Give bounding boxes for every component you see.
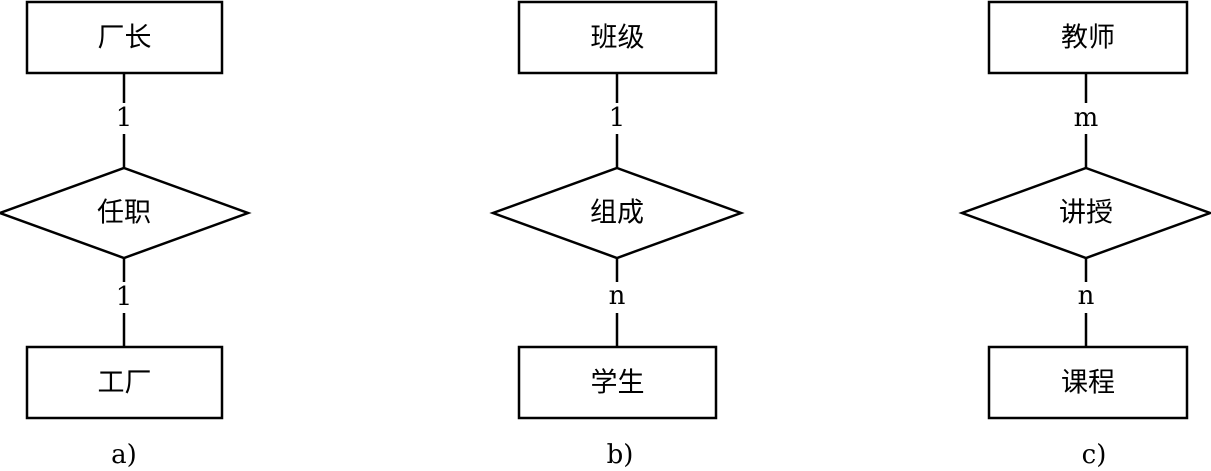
cardinality-bottom-b: n (609, 281, 626, 311)
entity-box-class (517, 0, 718, 75)
entity-label-class: 班级 (591, 23, 645, 54)
cardinality-top-a: 1 (116, 103, 133, 133)
cardinality-top-b: 1 (609, 103, 626, 133)
diagram-a: 厂长 1 任职 1 工厂 a) (0, 0, 252, 470)
entity-label-course: 课程 (1061, 368, 1115, 399)
caption-a: a) (111, 440, 137, 470)
caption-c: c) (1082, 440, 1107, 470)
entity-box-factory (25, 345, 224, 420)
entity-label-teacher: 教师 (1061, 23, 1115, 54)
entity-box-course (987, 345, 1189, 420)
entity-label-factory: 工厂 (98, 368, 152, 399)
entity-box-student (517, 345, 718, 420)
caption-b: b) (607, 440, 634, 470)
entity-box-teacher (987, 0, 1189, 75)
relationship-label-teaches: 讲授 (1059, 198, 1113, 229)
relationship-label-composition: 组成 (590, 198, 644, 229)
diagram-b: 班级 1 组成 n 学生 b) (489, 0, 745, 470)
diagram-c: 教师 m 讲授 n 课程 c) (958, 0, 1211, 470)
cardinality-bottom-c: n (1078, 281, 1095, 311)
entity-box-factory-director (25, 0, 224, 75)
cardinality-top-c: m (1074, 103, 1099, 133)
cardinality-bottom-a: 1 (116, 282, 133, 312)
entity-label-factory-director: 厂长 (98, 23, 152, 54)
relationship-label-appointment: 任职 (97, 198, 151, 229)
entity-label-student: 学生 (591, 368, 645, 399)
